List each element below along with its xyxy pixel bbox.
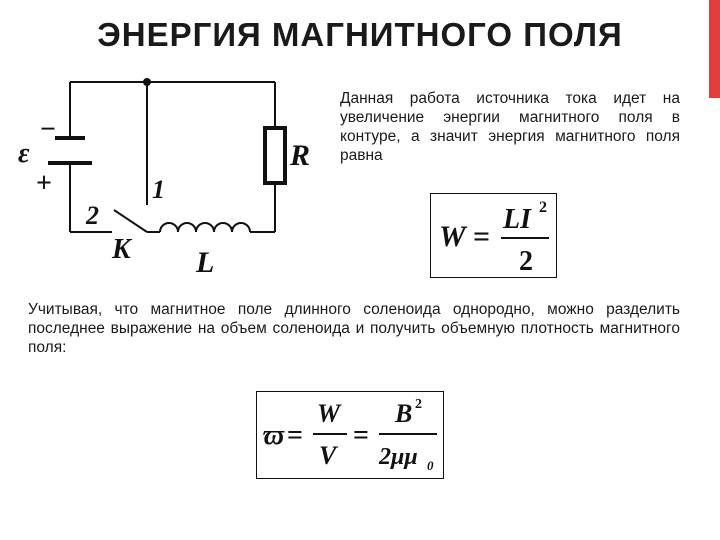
resistor-label: R (289, 139, 310, 172)
formula-energy: W = LI 2 2 (439, 199, 549, 277)
formula-density-eq2: = (353, 420, 369, 451)
formula-density: ϖ = W V = B 2 2μμ 0 (263, 397, 437, 473)
emf-label: ε (18, 138, 30, 169)
formula-energy-denominator: 2 (519, 246, 533, 277)
formula-density-frac2-den-sub: 0 (427, 458, 434, 473)
formula-density-box: ϖ = W V = B 2 2μμ 0 (256, 391, 444, 479)
formula-energy-numerator-exp: 2 (539, 199, 547, 216)
switch-blade (113, 209, 148, 233)
inductor-label: L (195, 246, 214, 279)
paragraph-solenoid: Учитывая, что магнитное поле длинного со… (28, 301, 680, 356)
formula-density-frac2-num-exp: 2 (415, 397, 422, 412)
circuit-diagram: ε − + R 1 2 K L (18, 78, 310, 279)
minus-sign: − (40, 114, 56, 145)
formula-density-lhs: ϖ (263, 420, 285, 451)
formula-density-frac2-num: B (394, 399, 412, 428)
slide-title: ЭНЕРГИЯ МАГНИТНОГО ПОЛЯ (97, 16, 623, 53)
formula-density-frac1-den: V (319, 441, 339, 470)
switch-label: K (111, 234, 133, 265)
formula-energy-box: W = LI 2 2 (430, 193, 557, 278)
plus-sign: + (36, 168, 52, 199)
contact-2-label: 2 (85, 201, 99, 230)
inductor-coil (159, 222, 251, 233)
contact-1-label: 1 (152, 175, 165, 204)
formula-energy-numerator: LI (502, 204, 532, 235)
formula-density-frac1-num: W (317, 399, 342, 428)
formula-density-eq1: = (287, 420, 303, 451)
formula-energy-lhs: W (439, 220, 468, 253)
resistor (263, 126, 287, 185)
accent-bar (709, 0, 720, 98)
paragraph-work-energy: Данная работа источника тока идет на уве… (340, 90, 680, 164)
formula-density-frac2-den: 2μμ (378, 444, 418, 470)
formula-energy-equals: = (473, 220, 490, 253)
